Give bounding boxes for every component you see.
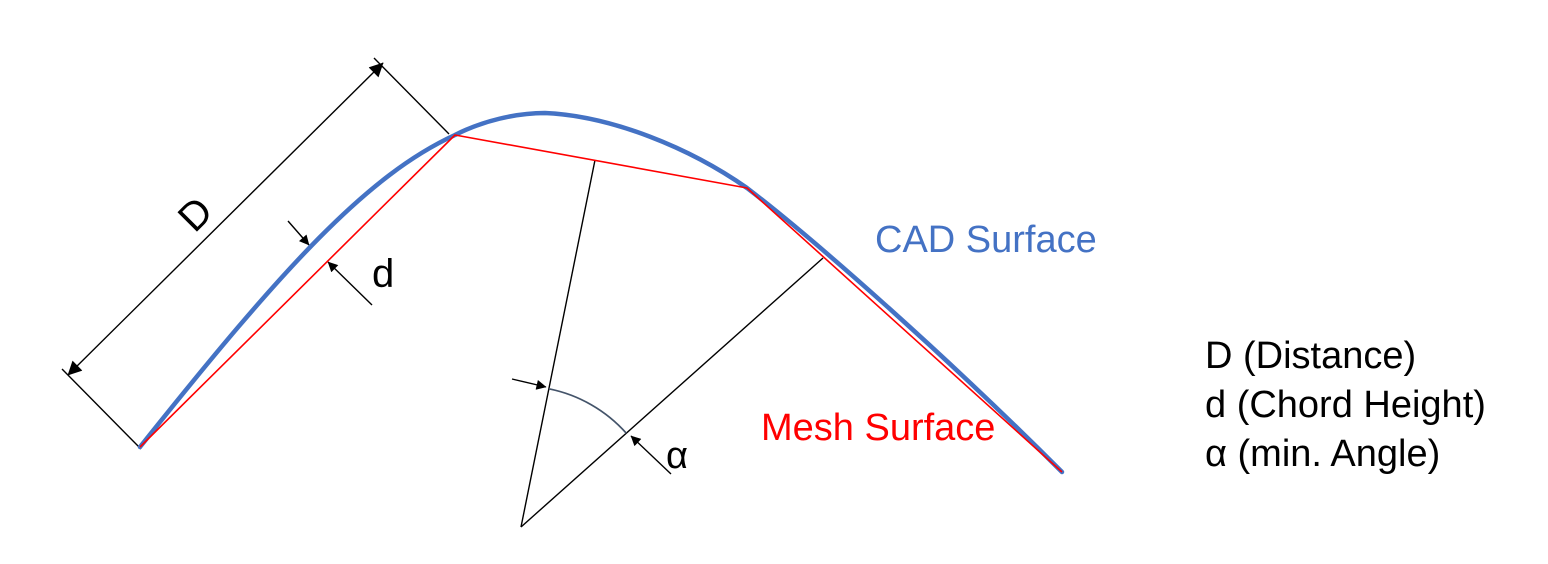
legend-item-chord-height: d (Chord Height) (1205, 384, 1486, 426)
facet-normal-line-right (520, 257, 824, 528)
cad-surface-label: CAD Surface (875, 219, 1097, 261)
facet-normal-line-left (520, 159, 596, 528)
angle-arc (548, 387, 627, 434)
legend-item-min-angle: α (min. Angle) (1205, 433, 1441, 475)
mesh-surface-polyline (139, 134, 1063, 473)
legend: D (Distance) d (Chord Height) α (min. An… (1205, 332, 1486, 479)
extension-line-left (61, 368, 142, 450)
distance-dimension-line (67, 62, 384, 376)
legend-item-distance: D (Distance) (1205, 335, 1417, 377)
min-angle-label: α (666, 435, 688, 477)
cad-surface-curve (137, 110, 1065, 475)
angle-arrow-right (630, 435, 672, 475)
extension-line-right (373, 57, 450, 135)
chord-height-arrow-lower (327, 261, 373, 306)
angle-arrow-left (511, 378, 547, 390)
chord-height-arrow-upper (287, 220, 310, 246)
mesh-surface-label: Mesh Surface (761, 407, 996, 449)
chord-height-label: d (372, 252, 395, 296)
